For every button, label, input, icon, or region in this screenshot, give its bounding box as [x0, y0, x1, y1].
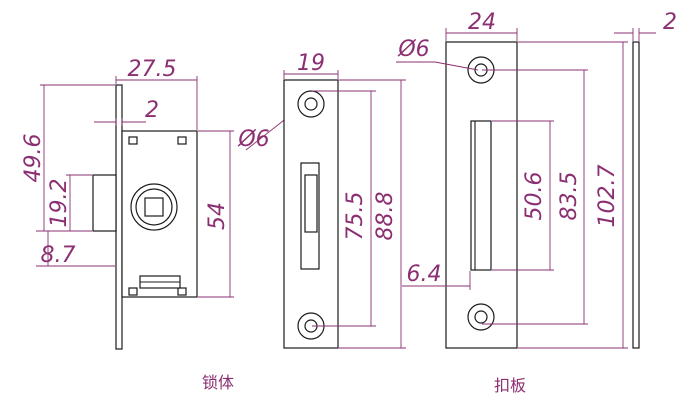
dim-strike-thickness: 2: [663, 10, 677, 35]
dim-lock-hole-diameter: Ø6: [237, 127, 269, 152]
lock-body-tab: [128, 136, 138, 145]
front-plate-hole-inner: [304, 97, 318, 111]
lock-body-tab: [177, 287, 187, 296]
lock-body-view: [92, 84, 198, 350]
strike-plate-caption: 扣板: [494, 376, 526, 395]
dim-lock-height: 49.6: [21, 134, 46, 183]
strike-plate-dimensions: 24 2 Ø6 6.4 50.6 83.5 102.7: [396, 10, 677, 349]
dim-lock-body-height: 54: [205, 202, 230, 230]
strike-plate-slot: [470, 120, 492, 271]
dim-lock-plate-thickness: 2: [145, 98, 159, 123]
front-plate-dimensions: 19 75.5 88.8: [283, 51, 406, 349]
lock-body-tab: [177, 136, 187, 145]
lock-body-dimensions: 27.5 2 49.6 19.2 8.7 54 Ø6: [21, 57, 317, 298]
dim-lock-width: 27.5: [128, 57, 177, 82]
front-plate-view: [283, 79, 339, 349]
dim-strike-hole-diameter: Ø6: [397, 37, 429, 62]
dim-strike-slot-height: 50.6: [522, 172, 547, 221]
dim-lock-offset: 8.7: [41, 243, 76, 268]
lock-spindle-square: [144, 197, 164, 217]
dim-front-plate-hole-spacing: 75.5: [343, 192, 368, 241]
lock-body-caption: 锁体: [202, 373, 234, 392]
dim-lock-bolt-height: 19.2: [47, 179, 72, 228]
lock-body-tab: [128, 287, 138, 296]
strike-plate-hole-inner: [474, 310, 488, 324]
lock-latch-bolt: [92, 174, 117, 232]
lock-body-front-plate-edge: [115, 84, 123, 350]
dim-strike-width: 24: [468, 10, 496, 35]
dim-strike-hole-spacing: 83.5: [557, 172, 582, 221]
strike-plate-side-edge: [632, 41, 640, 349]
dim-front-plate-height: 88.8: [373, 192, 398, 241]
dim-front-plate-width: 19: [297, 51, 325, 76]
strike-plate-view: [445, 41, 640, 349]
front-plate-latch-face: [304, 174, 318, 233]
dim-strike-height: 102.7: [595, 165, 620, 228]
dim-strike-slot-offset: 6.4: [407, 262, 442, 287]
